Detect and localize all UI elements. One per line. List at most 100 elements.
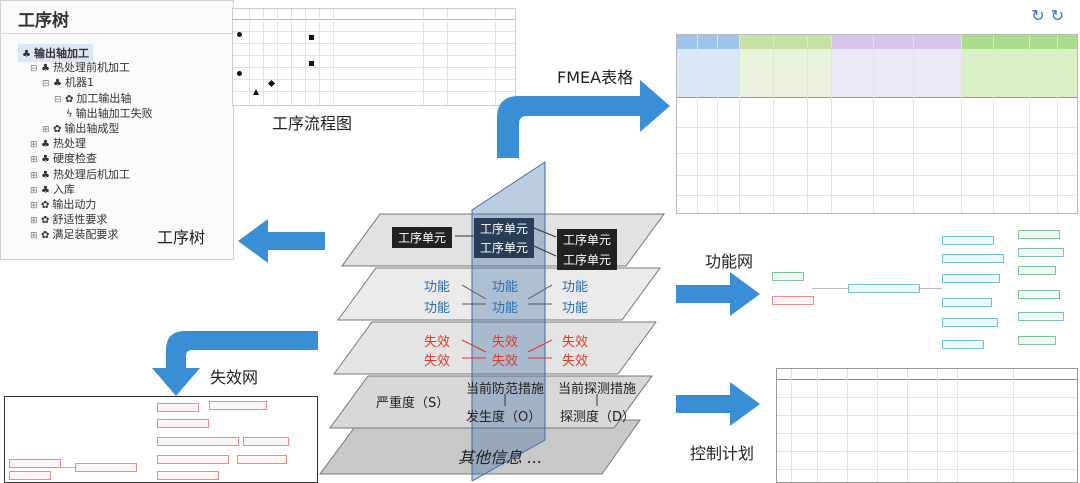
collapse-icon[interactable]: ⊟: [54, 94, 62, 105]
org-icon: ♣: [53, 78, 62, 90]
tree-item[interactable]: ⊞♣热处理: [30, 135, 86, 151]
expand-icon[interactable]: ⊞: [42, 125, 50, 135]
flow-dot-icon: [237, 32, 242, 37]
tree-item[interactable]: ⊟♣机器1: [42, 74, 94, 90]
failure-right-bottom: 失效: [562, 354, 589, 369]
expand-icon[interactable]: ⊞: [30, 231, 38, 242]
gear-icon: ✿: [41, 230, 50, 242]
function-center-top: 功能: [492, 280, 519, 295]
process-unit-left: 工序单元: [392, 227, 453, 248]
other-info: 其他信息 ...: [458, 448, 543, 467]
tree-item[interactable]: ⊟♣热处理前机加工: [30, 59, 130, 75]
process-unit-right-bottom: 工序单元: [557, 249, 618, 270]
fmea-caption: FMEA表格: [557, 68, 634, 87]
control-plan-caption: 控制计划: [690, 444, 755, 463]
process-flow-caption: 工序流程图: [272, 114, 353, 133]
tree-item[interactable]: ⊞♣硬度检查: [30, 150, 97, 166]
gear-icon: ✿: [65, 93, 74, 105]
arrow-to-failure-net: [152, 331, 318, 396]
process-flow-chart-thumbnail: [232, 8, 516, 106]
tree-item-label: 入库: [52, 182, 75, 196]
tree-item-label: 加工输出轴: [76, 91, 132, 105]
flow-triangle-icon: [253, 89, 259, 95]
tree-item-label: 满足装配要求: [52, 228, 119, 242]
tree-item-label: 输出轴成型: [64, 122, 120, 135]
tree-item-label: 输出轴加工失败: [75, 106, 153, 120]
risk-detection-measure: 当前探测措施: [558, 382, 637, 397]
tree-item[interactable]: ♣输出轴加工: [18, 44, 93, 62]
function-right-top: 功能: [562, 280, 589, 295]
expand-icon[interactable]: ⊞: [30, 155, 38, 166]
risk-prevention: 当前防范措施: [466, 382, 545, 397]
expand-icon[interactable]: ⊞: [30, 185, 38, 196]
org-icon: ♣: [22, 49, 31, 60]
process-unit-center-top: 工序单元: [474, 218, 535, 239]
tree-item-label: 硬度检查: [52, 152, 97, 166]
expand-icon[interactable]: ⊞: [30, 201, 38, 211]
control-plan-thumbnail: [776, 368, 1078, 483]
tree-item[interactable]: ⊟✿加工输出轴: [54, 90, 131, 106]
function-net-caption: 功能网: [705, 252, 754, 271]
collapse-icon[interactable]: ⊟: [30, 64, 38, 75]
tree-item-label: 输出动力: [52, 198, 97, 211]
lightning-icon: ϟ: [66, 108, 73, 120]
function-left-top: 功能: [424, 280, 451, 295]
failure-net-caption: 失效网: [210, 368, 259, 387]
tree-item-label: 舒适性要求: [52, 213, 108, 227]
expand-icon[interactable]: ⊞: [30, 170, 38, 181]
refresh-icon[interactable]: ↻: [1031, 6, 1051, 25]
failure-left-top: 失效: [424, 335, 451, 350]
tree-item-label: 机器1: [64, 76, 94, 90]
gear-icon: ✿: [41, 215, 50, 227]
risk-occurrence: 发生度（O）: [466, 410, 542, 425]
function-net-thumbnail: [768, 226, 1078, 372]
failure-net-thumbnail: [4, 396, 318, 483]
function-center-bottom: 功能: [492, 301, 519, 316]
vertical-slab: [471, 161, 546, 481]
flow-dot-icon: [237, 71, 242, 76]
tree-item-label: 热处理前机加工: [52, 61, 130, 75]
process-tree-caption: 工序树: [157, 228, 206, 247]
org-icon: ♣: [41, 139, 50, 151]
tree-toolbar: ↻↻: [1031, 6, 1070, 25]
expand-icon[interactable]: ⊞: [30, 216, 38, 227]
expand-icon[interactable]: ⊞: [30, 140, 38, 151]
arrow-to-control-plan: [676, 382, 760, 426]
tree-item[interactable]: ⊞✿舒适性要求: [30, 211, 107, 227]
failure-right-top: 失效: [562, 335, 589, 350]
tree-item-label: 输出轴加工: [33, 47, 89, 60]
gear-icon: ✿: [41, 200, 50, 211]
org-icon: ♣: [41, 169, 50, 181]
layer-failure: [333, 321, 657, 375]
process-unit-center-bottom: 工序单元: [474, 237, 535, 258]
tree-item-label: 热处理后机加工: [52, 167, 130, 181]
failure-center-bottom: 失效: [492, 354, 519, 369]
edit-icon[interactable]: ↻: [1050, 6, 1070, 25]
fmea-table-thumbnail: [676, 34, 1078, 214]
tree-title: 工序树: [18, 11, 69, 31]
org-icon: ♣: [41, 154, 50, 166]
tree-item-label: 热处理: [52, 137, 86, 151]
tree-item[interactable]: ⊞✿输出动力: [30, 196, 96, 212]
arrow-to-fmea: [497, 80, 670, 158]
tree-item[interactable]: ⊞✿满足装配要求: [30, 226, 118, 242]
tree-item[interactable]: ⊞✿输出轴成型: [42, 120, 119, 136]
layer-risk: [329, 375, 653, 429]
gear-icon: ✿: [53, 124, 62, 135]
function-right-bottom: 功能: [562, 301, 589, 316]
arrow-to-process-tree: [238, 219, 325, 263]
failure-left-bottom: 失效: [424, 354, 451, 369]
arrow-to-function-net: [676, 272, 760, 316]
org-icon: ♣: [41, 63, 50, 75]
process-unit-right-top: 工序单元: [557, 229, 618, 250]
risk-severity: 严重度（S）: [376, 396, 450, 411]
tree-item[interactable]: ⊞♣入库: [30, 181, 75, 197]
tree-item[interactable]: ⊞♣热处理后机加工: [30, 166, 130, 182]
failure-center-top: 失效: [492, 335, 519, 350]
risk-detection: 探测度（D）: [560, 410, 636, 425]
org-icon: ♣: [41, 184, 50, 196]
function-left-bottom: 功能: [424, 301, 451, 316]
collapse-icon[interactable]: ⊟: [42, 79, 50, 90]
